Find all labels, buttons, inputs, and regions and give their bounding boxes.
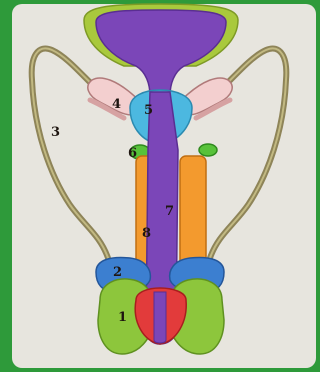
label-4: 4 <box>112 97 121 112</box>
label-6: 6 <box>128 146 137 161</box>
urethra-meatus <box>154 292 166 343</box>
label-7: 7 <box>165 204 174 219</box>
bulbourethral-gland-right <box>199 144 217 156</box>
label-3: 3 <box>51 125 60 140</box>
label-5: 5 <box>144 103 153 118</box>
label-8: 8 <box>142 226 151 241</box>
label-1: 1 <box>118 310 127 325</box>
label-2: 2 <box>113 265 122 280</box>
